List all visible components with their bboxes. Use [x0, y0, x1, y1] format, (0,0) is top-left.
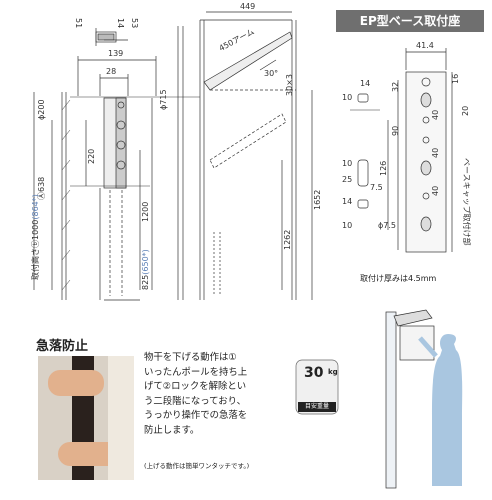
ep-width-dim: 41.4 — [416, 41, 434, 50]
ep-dim-14b: 14 — [342, 197, 353, 206]
load-badge-caption: 目安重量 — [298, 402, 336, 412]
ep-dim-20: 20 — [461, 105, 470, 116]
side-dim-1652: 1652 — [313, 189, 322, 210]
ep-base-cap-label: ベースキャップ取付け部 — [462, 158, 471, 246]
ep-dim-phi7-5: ϕ7.5 — [378, 221, 396, 230]
fall-prevention-desc: 物干を下げる動作は① いったんポールを持ち上 げて②ロックを解除とい う二段階に… — [144, 351, 284, 438]
front-dim-220: 220 — [87, 148, 96, 164]
desc-line: う二段階になっており、 — [144, 395, 246, 407]
load-badge-frame — [295, 359, 339, 415]
ep-dim-126: 126 — [379, 160, 388, 176]
fall-prevention-note: (上げる動作は簡単ワンタッチです。) — [144, 462, 250, 470]
desc-line: うっかり操作での急落を — [144, 410, 248, 421]
fall-prevention-title: 急落防止 — [36, 339, 89, 354]
front-dim-139: 139 — [108, 49, 124, 58]
front-dim-1200: 1200 — [141, 201, 150, 222]
front-dim-53: 53 — [130, 18, 139, 29]
ep-dim-16: 16 — [451, 73, 460, 84]
ep-dim-10a: 10 — [342, 93, 353, 102]
ep-dim-25: 25 — [342, 175, 353, 184]
front-dim-28: 28 — [106, 67, 117, 76]
ep-base-drawing — [350, 48, 453, 253]
front-view-drawing — [33, 28, 200, 301]
ep-dim-40c: 40 — [431, 185, 440, 196]
operation-photo — [38, 356, 134, 480]
side-dim-449: 449 — [240, 2, 256, 11]
ep-dim-7-5: 7.5 — [370, 183, 383, 192]
ep-dim-90: 90 — [391, 125, 400, 136]
front-phi200: ϕ200 — [37, 99, 46, 120]
ep-dim-14a: 14 — [360, 79, 371, 88]
desc-line: げて②ロックを解除とい — [144, 381, 247, 392]
ep-dim-40b: 40 — [431, 147, 440, 158]
load-badge-unit: kg — [328, 368, 338, 376]
ep-dim-32: 32 — [391, 81, 400, 92]
thickness-note: 取付け厚みは4.5mm — [360, 274, 437, 283]
ep-dim-40a: 40 — [431, 109, 440, 120]
front-dim-51: 51 — [74, 18, 83, 29]
desc-line: 物干を下げる動作は① — [144, 352, 237, 363]
ep-dim-10c: 10 — [342, 221, 353, 230]
side-phi715: ϕ715 — [159, 89, 168, 110]
desc-line: 防止します。 — [144, 424, 200, 436]
front-dim-14: 14 — [116, 18, 125, 29]
load-badge-value: 30 — [304, 365, 324, 381]
front-mount-height: 取付高さⓑ1000(864*) — [31, 194, 40, 280]
side-dim-1262: 1262 — [283, 229, 292, 250]
side-angle: 30° — [264, 69, 279, 78]
ep-base-title: EP型ベース取付座 — [336, 10, 484, 32]
ep-dim-10b: 10 — [342, 159, 353, 168]
side-dim-30x3: 30×3 — [285, 74, 294, 96]
side-view-drawing — [177, 11, 313, 300]
desc-line: いったんポールを持ち上 — [144, 366, 248, 378]
front-dim-825: 825(650*) — [141, 249, 150, 290]
person-illustration — [385, 309, 463, 489]
